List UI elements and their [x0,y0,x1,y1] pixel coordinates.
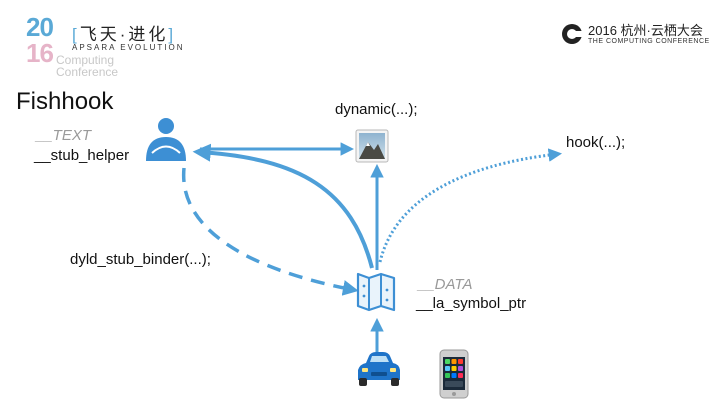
person-icon [146,118,186,161]
logo-right-subtitle: THE COMPUTING CONFERENCE [588,38,710,45]
slide-title: Fishhook [16,88,114,115]
la-symbol-ptr-label: __la_symbol_ptr [416,295,527,312]
logo-subtitle-line2: Conference [56,65,119,79]
arrow-map-to-hook-dotted [378,148,563,263]
text-segment-label: __TEXT [36,127,92,144]
logo-chinese-title: [飞天·进化] [72,25,177,44]
arrow-map-to-person [192,143,374,269]
data-segment-label: __DATA [418,276,473,293]
mountain-image-icon [355,129,389,163]
logo-year-top: 20 [26,12,54,42]
logo-subtitle: Computing Conference [56,54,118,78]
logo-right-title: 2016 杭州·云栖大会 [588,23,703,38]
cloud-conference-icon [562,24,584,44]
logo-subtitle-line1: Computing [56,53,115,67]
stub-helper-label: __stub_helper [34,147,130,164]
phone-icon [439,349,469,399]
dyld-stub-binder-label: dyld_stub_binder(...); [70,251,211,268]
dynamic-label: dynamic(...); [335,101,418,118]
conference-logo-left: 20 16 [飞天·进化] APSARA EVOLUTION Computing… [26,14,186,78]
conference-logo-right: 2016 杭州·云栖大会 THE COMPUTING CONFERENCE [560,20,710,50]
arrow-person-to-map-dashed [182,167,359,296]
map-icon [356,272,396,312]
logo-year-bottom: 16 [26,38,54,68]
logo-year: 20 16 [26,14,186,66]
hook-label: hook(...); [566,134,626,151]
logo-english-title: APSARA EVOLUTION [72,43,185,52]
logo-chinese-text: 飞天·进化 [79,25,169,44]
car-icon [358,352,400,386]
